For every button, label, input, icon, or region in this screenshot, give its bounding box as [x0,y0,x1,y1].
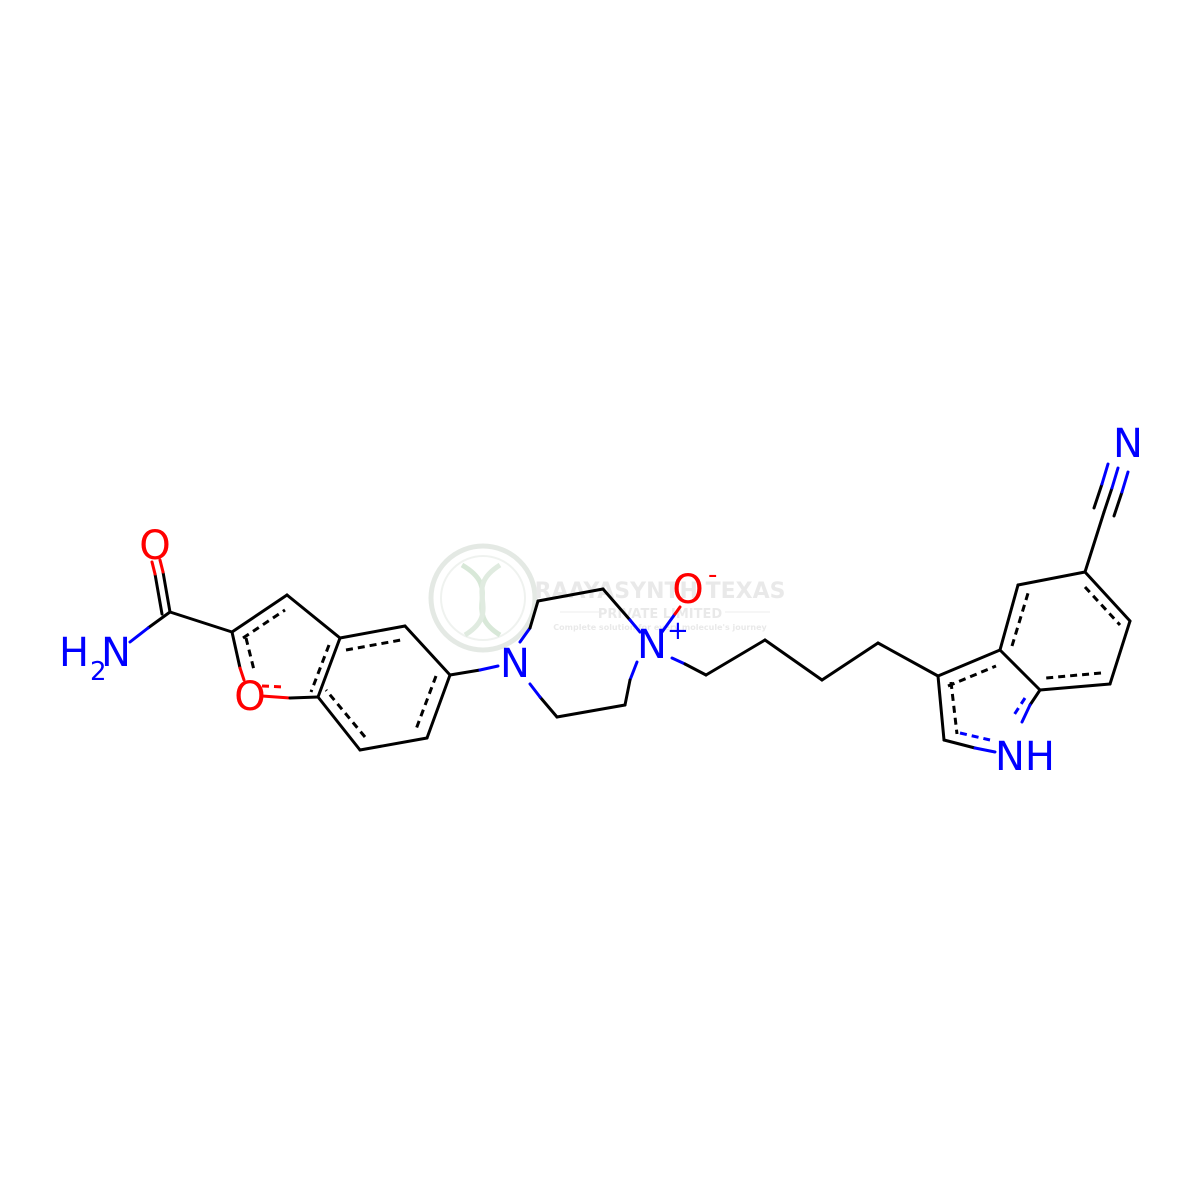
benzofuran-furan-ring [230,593,342,700]
atom-indole-nitrogen: NH [995,734,1055,780]
atom-labels: O H 2 N O N N + O - NH N [59,421,1143,780]
atom-amide-h-count: 2 [90,657,107,687]
watermark-logo-icon [428,543,538,653]
watermark: RAAYASYNTH TEXAS PRIVATE LIMITED Complet… [428,543,786,653]
atom-furan-oxygen: O [234,674,265,720]
nitrile-group [1083,462,1130,574]
indole-pyrrole-ring [936,648,1042,754]
bond-amide-cn [146,610,172,630]
atom-piperazine-nitrogen: N [500,641,530,687]
indole-benzene-ring [998,570,1132,692]
watermark-tagline: Complete solution for every molecule's j… [553,623,767,632]
amide-group [128,558,234,644]
watermark-title: RAAYASYNTH TEXAS [535,579,786,604]
atom-oxide-oxygen-charge: - [708,560,717,590]
bond-c-furan [168,610,234,634]
atom-amide-h: H [59,630,89,676]
butyl-linker [670,638,940,682]
atom-oxide-nitrogen-charge: + [667,616,689,646]
atom-oxide-oxygen: O [672,567,703,613]
benzofuran-benzene-ring [309,624,500,752]
bond-aryl-piperazine [448,668,482,677]
atom-amide-nitrogen: N [101,630,131,676]
bond-carbonyl-1 [161,570,172,614]
atom-oxide-nitrogen: N [637,622,667,668]
bond-c-cn [1083,510,1106,574]
atom-nitrile-nitrogen: N [1113,421,1143,467]
bond-carbonyl-2 [153,572,164,616]
bond-n-oxide [660,612,677,634]
piperazine-ring [518,587,682,719]
atom-amide-oxygen: O [139,523,170,569]
